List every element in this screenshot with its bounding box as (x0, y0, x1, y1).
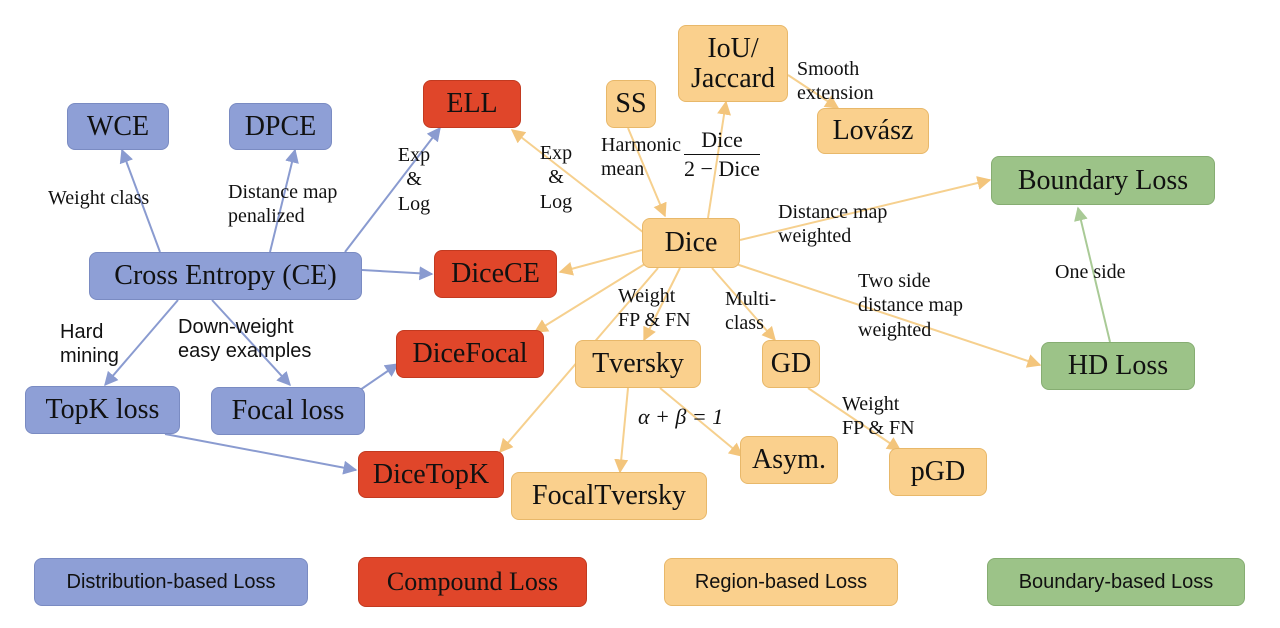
label-down-weight-line2: easy examples (178, 340, 312, 363)
node-dicetopk: DiceTopK (358, 451, 504, 498)
arrow-ce-to-topk (104, 299, 179, 387)
label-exp-log-dice-line2: & (548, 166, 564, 189)
label-exp-log-ce-line1: Exp (397, 144, 431, 166)
arrow-dice-to-ell (510, 129, 649, 237)
label-exp-log-ce: Exp & Log (390, 143, 438, 216)
label-exp-log-dice-line1: Exp (539, 142, 573, 164)
label-distance-map-weighted-line1: Distance map (778, 201, 888, 223)
label-multiclass: Multi- class (725, 287, 776, 336)
label-distance-map-penalized: Distance map penalized (228, 180, 337, 229)
label-smooth-extension-line2: extension (797, 82, 874, 105)
node-dpce: DPCE (229, 103, 332, 150)
label-two-side-line3: weighted (858, 318, 932, 341)
label-dice-fraction-denominator: 2 − Dice (684, 156, 760, 181)
legend-distribution-based: Distribution-based Loss (34, 558, 308, 606)
node-gd: GD (762, 340, 820, 388)
node-pgd: pGD (889, 448, 987, 496)
legend-region-based: Region-based Loss (664, 558, 898, 606)
arrow-dice-to-dicefocal (533, 261, 649, 333)
label-harmonic-mean-line1: Harmonic (601, 134, 681, 156)
arrow-ce-to-dicece (361, 266, 434, 281)
arrow-gd-to-pgd (807, 387, 902, 451)
label-harmonic-mean: Harmonic mean (601, 133, 681, 182)
label-dice-fraction-numerator: Dice (684, 127, 760, 155)
arrow-dice-to-tversky (643, 267, 681, 342)
label-two-side-line2: distance map (858, 294, 963, 317)
arrow-dice-to-dicece (558, 249, 643, 276)
arrow-dice-to-hd (735, 263, 1042, 368)
node-lovasz: Lovász (817, 108, 929, 154)
arrow-ce-to-focal (211, 299, 291, 387)
node-cross-entropy: Cross Entropy (CE) (89, 252, 362, 300)
label-weight-fp-fn-gd: Weight FP & FN (842, 392, 915, 441)
label-exp-log-ce-line2: & (406, 168, 422, 191)
label-hard-mining-line2: mining (60, 345, 119, 368)
label-weight-fp-fn-line2: FP & FN (618, 309, 691, 332)
label-down-weight-line1: Down-weight (178, 316, 294, 338)
node-ss: SS (606, 80, 656, 128)
node-hd-loss: HD Loss (1041, 342, 1195, 390)
label-weight-class: Weight class (48, 187, 150, 209)
arrow-ce-to-wce (119, 148, 161, 253)
node-focal-loss: Focal loss (211, 387, 365, 435)
label-hard-mining: Hard mining (60, 320, 119, 369)
label-multiclass-line2: class (725, 312, 764, 335)
label-distance-map-weighted: Distance map weighted (778, 200, 887, 249)
node-topk-loss: TopK loss (25, 386, 180, 434)
arrow-ce-to-ell (344, 126, 441, 253)
arrow-topk-to-dicetopk (164, 433, 358, 475)
node-iou-jaccard: IoU/ Jaccard (678, 25, 788, 102)
label-multiclass-line1: Multi- (725, 288, 777, 310)
label-smooth-extension-line1: Smooth (797, 58, 860, 80)
node-iou-line1: IoU/ (707, 33, 759, 65)
arrow-dice-to-gd (711, 267, 776, 342)
label-one-side: One side (1055, 261, 1126, 283)
label-exp-log-dice: Exp & Log (532, 141, 580, 214)
arrow-hd-to-boundary (1074, 206, 1111, 343)
arrow-ce-to-dpce (269, 148, 299, 253)
node-dicece: DiceCE (434, 250, 557, 298)
arrow-dice-to-boundary (739, 176, 992, 241)
label-exp-log-dice-line3: Log (539, 190, 573, 213)
label-distance-map-weighted-line2: weighted (778, 225, 852, 248)
label-harmonic-mean-line2: mean (601, 158, 645, 181)
label-weight-fp-fn-line1: Weight (618, 285, 676, 307)
arrow-dice-to-iou (707, 100, 731, 219)
label-smooth-extension: Smooth extension (797, 57, 874, 106)
label-distance-map-penalized-line1: Distance map (228, 181, 338, 203)
node-wce: WCE (67, 103, 169, 150)
node-asym: Asym. (740, 436, 838, 484)
label-hard-mining-line1: Hard (60, 321, 104, 343)
label-two-side-line1: Two side (858, 270, 931, 292)
label-two-side-distance-map: Two side distance map weighted (858, 269, 963, 342)
node-boundary-loss: Boundary Loss (991, 156, 1215, 205)
node-focaltversky: FocalTversky (511, 472, 707, 520)
arrow-focal-to-dicefocal (359, 363, 400, 391)
arrow-iou-to-lovasz (787, 74, 840, 109)
arrow-tversky-to-focaltversky (614, 387, 629, 474)
legend-compound: Compound Loss (358, 557, 587, 607)
node-ell: ELL (423, 80, 521, 128)
label-weight-fp-fn-gd-line1: Weight (842, 393, 900, 415)
label-distance-map-penalized-line2: penalized (228, 205, 305, 228)
node-iou-line2: Jaccard (691, 62, 775, 94)
label-dice-fraction: Dice 2 − Dice (684, 127, 760, 182)
label-weight-fp-fn: Weight FP & FN (618, 284, 691, 333)
label-weight-fp-fn-gd-line2: FP & FN (842, 417, 915, 440)
node-dice: Dice (642, 218, 740, 268)
label-down-weight: Down-weight easy examples (178, 315, 311, 364)
node-tversky: Tversky (575, 340, 701, 388)
legend-boundary-based: Boundary-based Loss (987, 558, 1245, 606)
arrow-tversky-to-asym (659, 387, 744, 457)
label-alpha-beta: α + β = 1 (638, 404, 724, 429)
label-exp-log-ce-line3: Log (397, 192, 431, 215)
node-dicefocal: DiceFocal (396, 330, 544, 378)
arrow-ss-to-dice (627, 127, 667, 218)
